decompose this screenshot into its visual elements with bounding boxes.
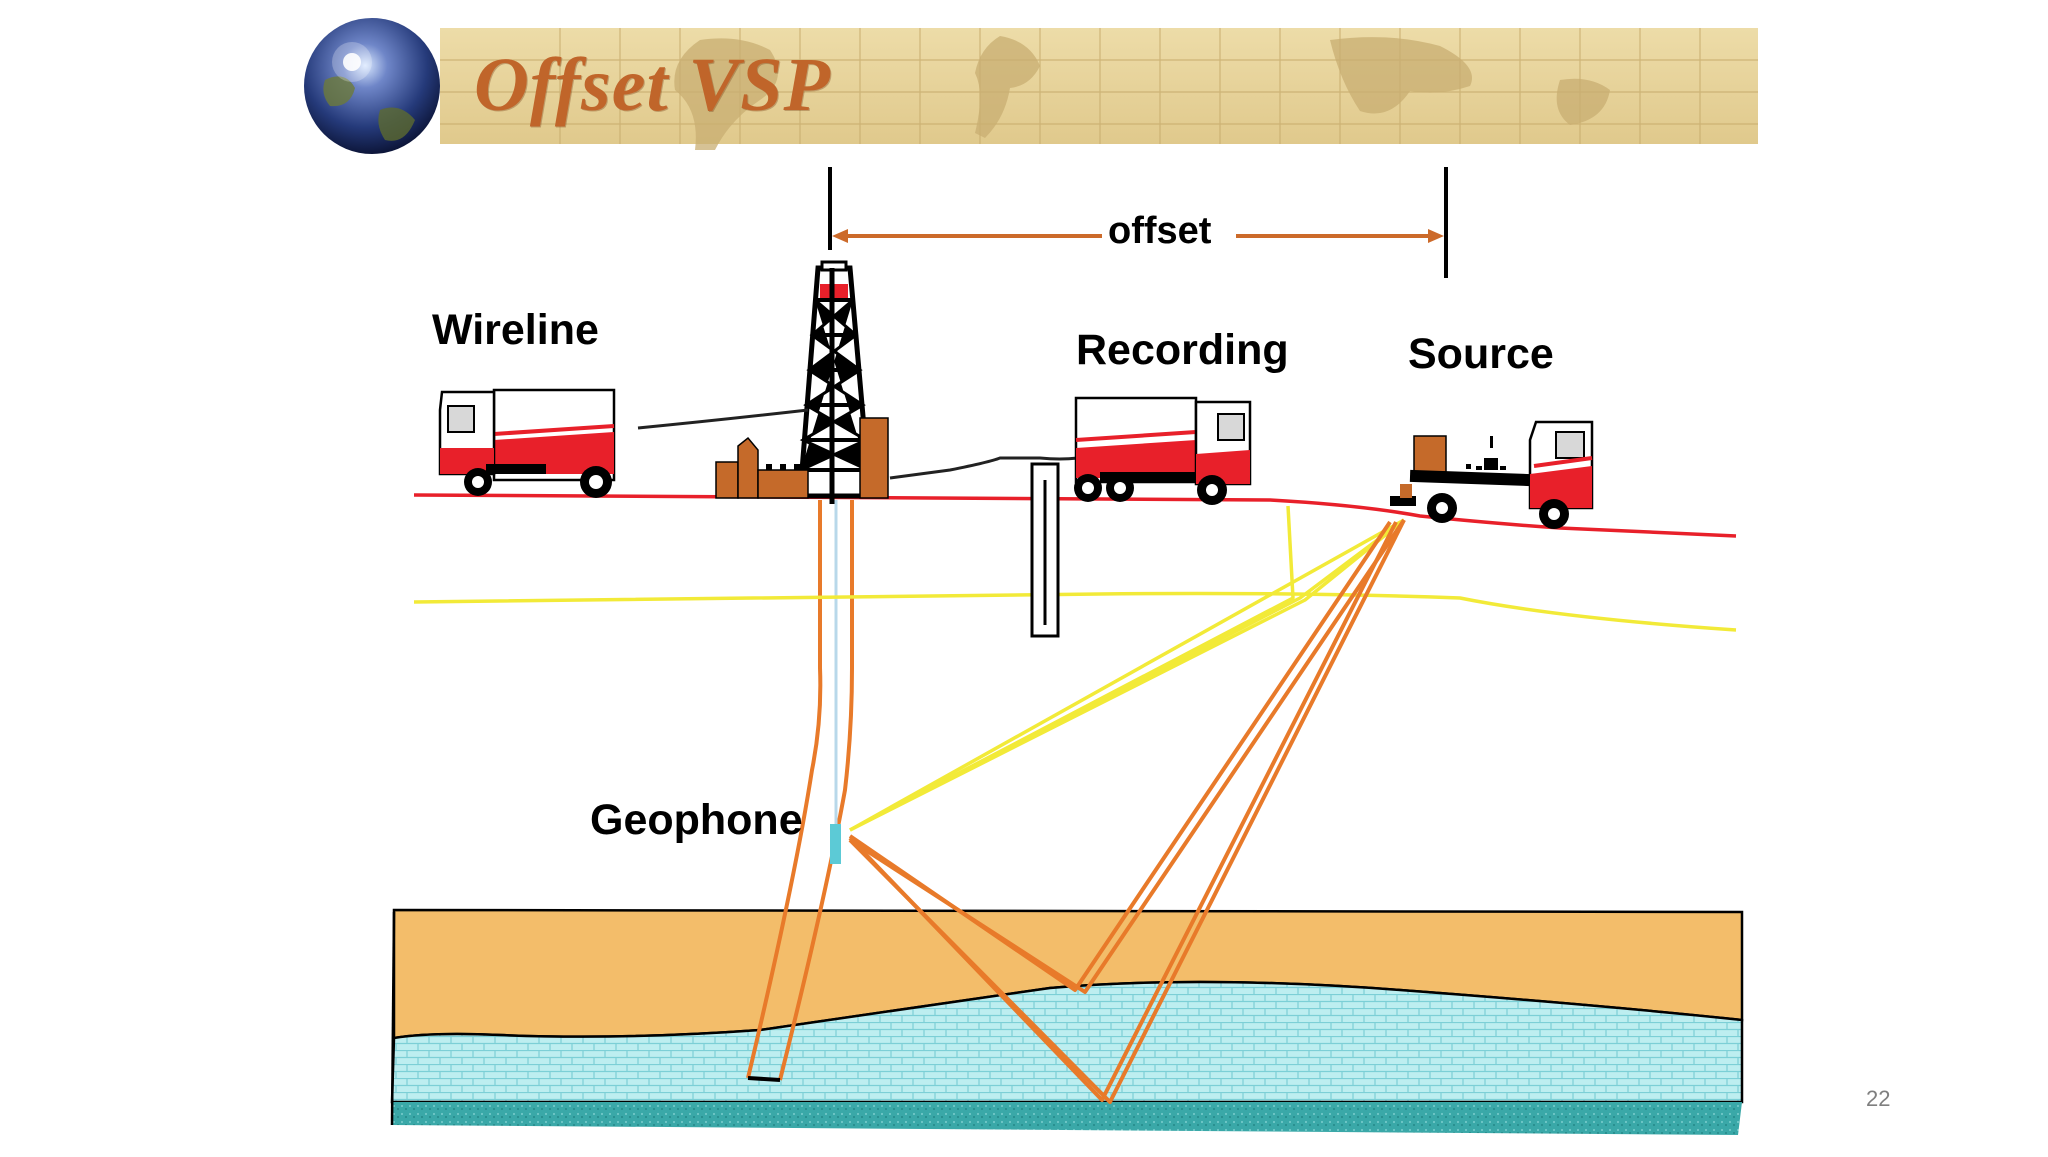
ray-paths bbox=[848, 505, 1406, 1104]
geophone-label: Geophone bbox=[590, 796, 803, 844]
source-label: Source bbox=[1408, 330, 1554, 378]
recording-truck-icon bbox=[1074, 396, 1252, 505]
geophone-marker bbox=[830, 824, 841, 864]
borehole bbox=[746, 500, 854, 1082]
drilling-rig-icon bbox=[715, 260, 889, 504]
subsurface-layers bbox=[390, 908, 1744, 1135]
monitor-well bbox=[1030, 462, 1060, 638]
page-number: 22 bbox=[1866, 1086, 1891, 1111]
slide-title: Offset VSP bbox=[474, 43, 831, 127]
title-banner bbox=[420, 28, 1758, 151]
offset-label: offset bbox=[1108, 210, 1212, 252]
wireline-label: Wireline bbox=[432, 306, 599, 354]
globe-icon bbox=[304, 18, 440, 154]
offset-dimension bbox=[828, 167, 1448, 278]
source-truck-icon bbox=[1390, 420, 1594, 529]
ground-surface-line bbox=[413, 493, 1737, 538]
wireline-truck-icon bbox=[438, 388, 616, 498]
recording-label: Recording bbox=[1076, 326, 1289, 374]
shallow-reflector-line bbox=[413, 591, 1737, 632]
